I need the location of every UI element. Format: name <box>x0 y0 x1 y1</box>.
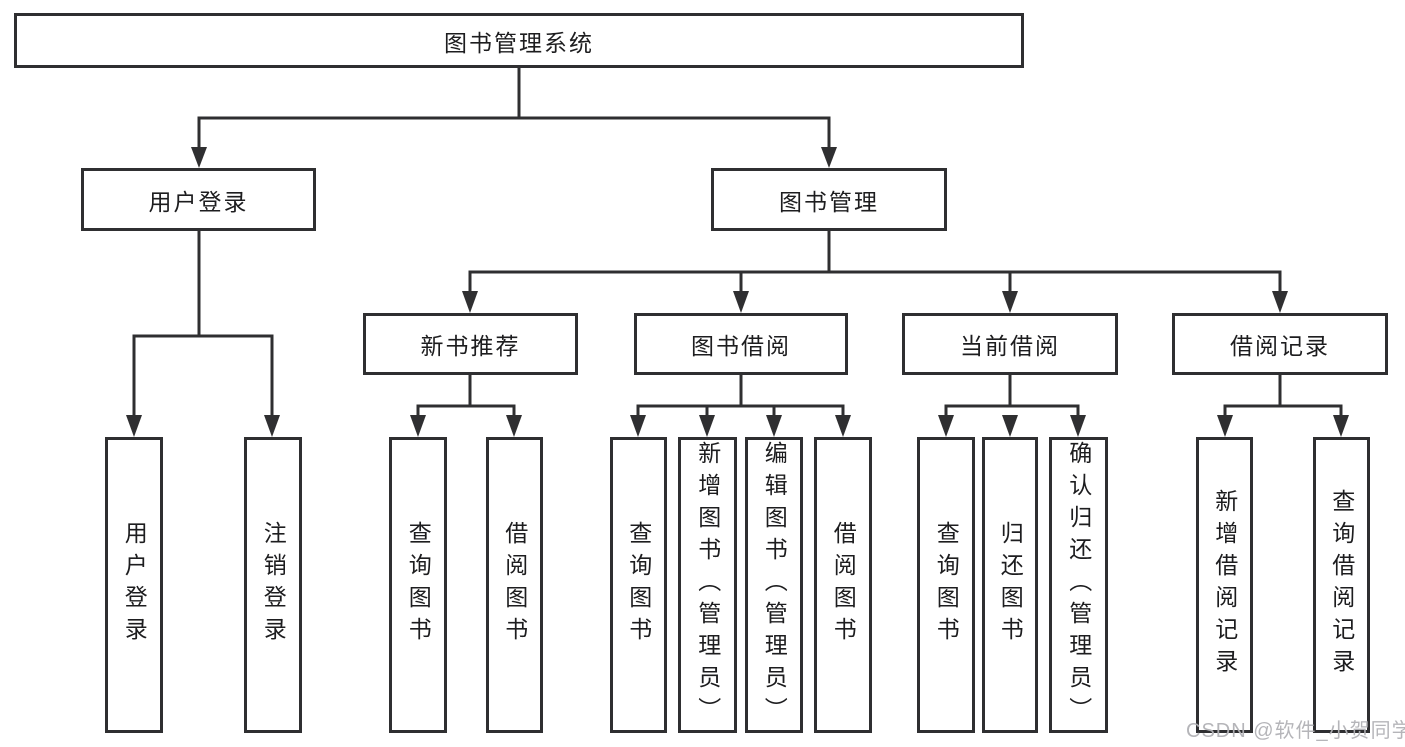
leaf-query-books-borrowing: 查询图书 <box>610 437 667 733</box>
leaf-return-books-label: 归还图书 <box>997 521 1024 649</box>
csdn-watermark: CSDN @软件_小贺同学 <box>1186 720 1405 742</box>
arrowheads <box>126 147 1349 437</box>
leaf-confirm-return-admin-label: 确认归还（管理员） <box>1065 441 1092 729</box>
node-borrowing-records: 借阅记录 <box>1172 313 1388 375</box>
leaf-query-books-current-label: 查询图书 <box>933 521 960 649</box>
leaf-query-books-recommendation: 查询图书 <box>389 437 447 733</box>
leaf-return-books: 归还图书 <box>982 437 1038 733</box>
node-new-book-recommendation: 新书推荐 <box>363 313 578 375</box>
leaf-user-login: 用户登录 <box>105 437 163 733</box>
leaf-borrow-books-recommendation: 借阅图书 <box>486 437 543 733</box>
node-user-login: 用户登录 <box>81 168 316 231</box>
leaf-edit-books-admin-label: 编辑图书（管理员） <box>761 441 788 729</box>
leaf-logout: 注销登录 <box>244 437 302 733</box>
node-library-management-system: 图书管理系统 <box>14 13 1024 68</box>
leaf-query-books-borrowing-label: 查询图书 <box>625 521 652 649</box>
leaf-borrow-books-borrowing: 借阅图书 <box>814 437 872 733</box>
leaf-borrow-books-recommendation-label: 借阅图书 <box>501 521 528 649</box>
leaf-confirm-return-admin: 确认归还（管理员） <box>1049 437 1108 733</box>
leaf-edit-books-admin: 编辑图书（管理员） <box>745 437 803 733</box>
leaf-query-books-recommendation-label: 查询图书 <box>405 521 432 649</box>
leaf-add-borrow-record-label: 新增借阅记录 <box>1211 489 1238 681</box>
leaf-logout-label: 注销登录 <box>260 521 287 649</box>
leaf-query-books-current: 查询图书 <box>917 437 975 733</box>
node-book-borrowing: 图书借阅 <box>634 313 848 375</box>
leaf-query-borrow-record-label: 查询借阅记录 <box>1328 489 1355 681</box>
leaf-add-books-admin-label: 新增图书（管理员） <box>694 441 721 729</box>
leaf-add-books-admin: 新增图书（管理员） <box>678 437 737 733</box>
node-book-management: 图书管理 <box>711 168 947 231</box>
leaf-borrow-books-borrowing-label: 借阅图书 <box>830 521 857 649</box>
leaf-user-login-label: 用户登录 <box>121 521 148 649</box>
leaf-query-borrow-record: 查询借阅记录 <box>1313 437 1370 733</box>
leaf-add-borrow-record: 新增借阅记录 <box>1196 437 1253 733</box>
node-current-borrowing: 当前借阅 <box>902 313 1118 375</box>
